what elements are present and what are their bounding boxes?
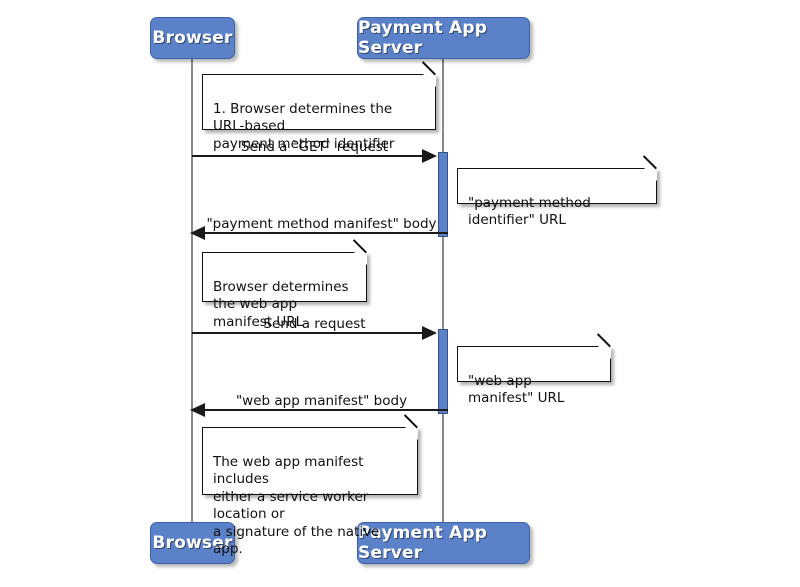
message-line-1 bbox=[192, 155, 422, 157]
note-text: "web app manifest" URL bbox=[468, 372, 565, 407]
message-arrowhead-1 bbox=[422, 149, 437, 163]
note-fold-icon bbox=[598, 346, 611, 359]
note-payment-method-identifier-url: "payment method identifier" URL bbox=[457, 155, 657, 228]
note-text: "payment method identifier" URL bbox=[468, 194, 591, 229]
participant-footer-browser[interactable]: Browser bbox=[150, 522, 235, 564]
message-arrowhead-3 bbox=[422, 326, 437, 340]
note-fold-icon bbox=[423, 74, 436, 87]
message-line-4 bbox=[205, 409, 448, 411]
note-text: The web app manifest includes either a s… bbox=[213, 453, 380, 558]
message-label-4: "web app manifest" body bbox=[235, 393, 408, 409]
note-fold-icon bbox=[354, 252, 367, 265]
participant-footer-payment-app-server[interactable]: Payment App Server bbox=[357, 522, 530, 564]
note-text: 1. Browser determines the URL-based paym… bbox=[213, 100, 395, 152]
note-browser-determines-web-app-manifest-url: Browser determines the web app manifest … bbox=[202, 239, 367, 330]
note-web-app-manifest-url: "web app manifest" URL bbox=[457, 333, 611, 406]
note-browser-determines-identifier: 1. Browser determines the URL-based paym… bbox=[202, 61, 436, 152]
lifeline-payment-app-server bbox=[442, 59, 444, 522]
message-line-2 bbox=[205, 232, 448, 234]
activation-bar-2 bbox=[438, 329, 448, 414]
message-arrowhead-4 bbox=[190, 403, 205, 417]
note-fold-icon bbox=[644, 168, 657, 181]
activation-bar-1 bbox=[438, 152, 448, 237]
participant-header-browser[interactable]: Browser bbox=[150, 17, 235, 59]
message-label-2: "payment method manifest" body bbox=[206, 216, 437, 232]
lifeline-browser bbox=[191, 59, 193, 522]
message-arrowhead-2 bbox=[190, 226, 205, 240]
message-label-3: Send a request bbox=[263, 316, 366, 332]
note-web-app-manifest-includes: The web app manifest includes either a s… bbox=[202, 414, 418, 557]
participant-header-payment-app-server[interactable]: Payment App Server bbox=[357, 17, 530, 59]
note-text: Browser determines the web app manifest … bbox=[213, 278, 349, 330]
note-fold-icon bbox=[405, 427, 418, 440]
message-label-1: Send a `GET` request bbox=[192, 139, 437, 155]
message-line-3 bbox=[192, 332, 422, 334]
